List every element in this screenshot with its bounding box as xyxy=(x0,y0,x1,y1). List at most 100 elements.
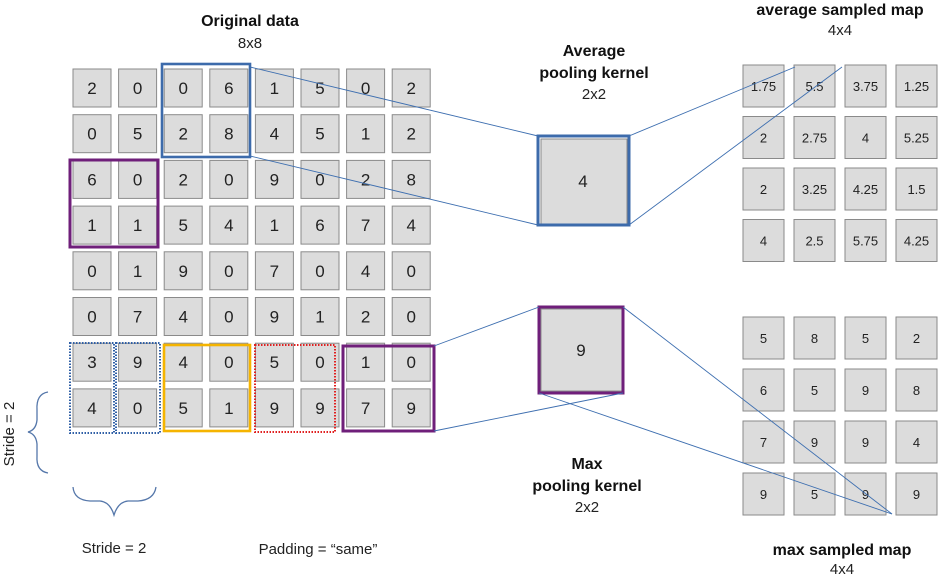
original-cell-value: 4 xyxy=(361,262,370,281)
max-map-cell-value: 4 xyxy=(913,435,920,450)
original-cell xyxy=(163,159,203,199)
original-cell-value: 2 xyxy=(87,79,96,98)
original-cell xyxy=(72,68,112,108)
original-cell xyxy=(209,205,249,245)
max-map-cell xyxy=(793,316,836,360)
original-cell xyxy=(118,251,158,291)
original-cell xyxy=(209,388,249,428)
avg-map-cell xyxy=(742,116,785,159)
avg-map-cell xyxy=(793,167,836,211)
original-cell xyxy=(391,159,431,199)
original-cell xyxy=(72,342,112,382)
original-cell-value: 0 xyxy=(315,170,324,189)
avg-map-cell xyxy=(895,116,938,159)
max-map-cell xyxy=(793,420,836,464)
max-map-cell xyxy=(742,368,785,412)
original-cell-value: 4 xyxy=(224,216,233,235)
avg-map-title: average sampled map xyxy=(756,2,923,19)
avg-map-cell xyxy=(895,219,938,262)
original-cell xyxy=(346,68,386,108)
original-cell xyxy=(209,68,249,108)
avg-map-cell-value: 1.25 xyxy=(904,79,929,94)
avg-map-cell-value: 3.75 xyxy=(853,79,878,94)
avg-map-cell-value: 5.25 xyxy=(904,131,929,146)
original-cell-value: 0 xyxy=(406,353,415,372)
original-cell xyxy=(254,205,294,245)
orange-window-highlight xyxy=(162,343,252,433)
original-cell xyxy=(209,114,249,154)
avg-map-cell-value: 1.5 xyxy=(907,182,925,197)
max-map-cell-value: 9 xyxy=(862,487,869,502)
max-map-cell-value: 9 xyxy=(760,487,767,502)
max-kernel-size: 2x2 xyxy=(575,499,599,516)
max-map-cell-value: 9 xyxy=(862,383,869,398)
original-cell-value: 0 xyxy=(315,262,324,281)
max-map-cell-value: 6 xyxy=(760,383,767,398)
original-cell-value: 1 xyxy=(315,308,324,327)
original-cell xyxy=(118,297,158,336)
max-map-title: max sampled map xyxy=(773,542,912,559)
original-cell xyxy=(391,251,431,291)
original-cell-value: 9 xyxy=(178,262,187,281)
original-cell-value: 5 xyxy=(178,216,187,235)
avg-map-cell xyxy=(793,219,836,262)
max-kernel-title-line2: pooling kernel xyxy=(532,478,641,495)
avg-map-size: 4x4 xyxy=(828,22,852,39)
avg-map-cell xyxy=(742,219,785,262)
original-cell-value: 4 xyxy=(270,125,279,144)
original-cell xyxy=(346,388,386,428)
max-map-cell xyxy=(844,420,887,464)
original-cell-value: 1 xyxy=(224,399,233,418)
red-window-highlight xyxy=(254,344,336,433)
original-cell-value: 0 xyxy=(87,125,96,144)
original-cell-value: 0 xyxy=(315,353,324,372)
original-cell xyxy=(209,251,249,291)
avg-kernel-title-line1: Average xyxy=(563,43,626,60)
max-map-cell xyxy=(793,368,836,412)
original-cell-value: 4 xyxy=(178,308,187,327)
avg-map-cell xyxy=(844,64,887,108)
original-cell xyxy=(209,297,249,336)
original-cell-value: 9 xyxy=(406,399,415,418)
original-cell-value: 9 xyxy=(270,170,279,189)
max-map-cell-value: 5 xyxy=(811,487,818,502)
original-cell xyxy=(118,159,158,199)
original-cell-value: 4 xyxy=(406,216,415,235)
original-cell xyxy=(391,342,431,382)
avg-map-cell xyxy=(844,167,887,211)
original-cell xyxy=(346,297,386,336)
original-cell-value: 1 xyxy=(87,216,96,235)
purple-window-highlight xyxy=(68,158,160,249)
original-cell xyxy=(118,68,158,108)
dotted-blue-window-left xyxy=(69,342,115,434)
original-cell-value: 5 xyxy=(315,125,324,144)
original-cell-value: 2 xyxy=(406,125,415,144)
original-cell xyxy=(346,251,386,291)
max-map-cell xyxy=(742,420,785,464)
original-cell xyxy=(300,297,340,336)
avg-map-cell-value: 4 xyxy=(862,131,869,146)
max-map-cell xyxy=(895,420,938,464)
original-cell xyxy=(300,114,340,154)
original-cell-value: 0 xyxy=(224,262,233,281)
original-cell-value: 1 xyxy=(270,216,279,235)
original-cell-value: 0 xyxy=(87,308,96,327)
original-cell-value: 2 xyxy=(406,79,415,98)
original-cell xyxy=(72,297,112,336)
original-cell-value: 2 xyxy=(361,308,370,327)
original-cell-value: 6 xyxy=(315,216,324,235)
original-cell-value: 0 xyxy=(361,79,370,98)
original-cell xyxy=(163,68,203,108)
original-cell xyxy=(163,342,203,382)
original-cell xyxy=(254,297,294,336)
stride-vertical-label: Stride = 2 xyxy=(1,402,18,467)
original-cell xyxy=(72,388,112,428)
avg-kernel: 4 xyxy=(536,134,631,227)
original-cell-value: 1 xyxy=(133,262,142,281)
original-cell-value: 0 xyxy=(406,308,415,327)
avg-map-cell-value: 4 xyxy=(760,234,767,249)
original-cell xyxy=(254,68,294,108)
avg-map-cell-value: 4.25 xyxy=(853,182,878,197)
